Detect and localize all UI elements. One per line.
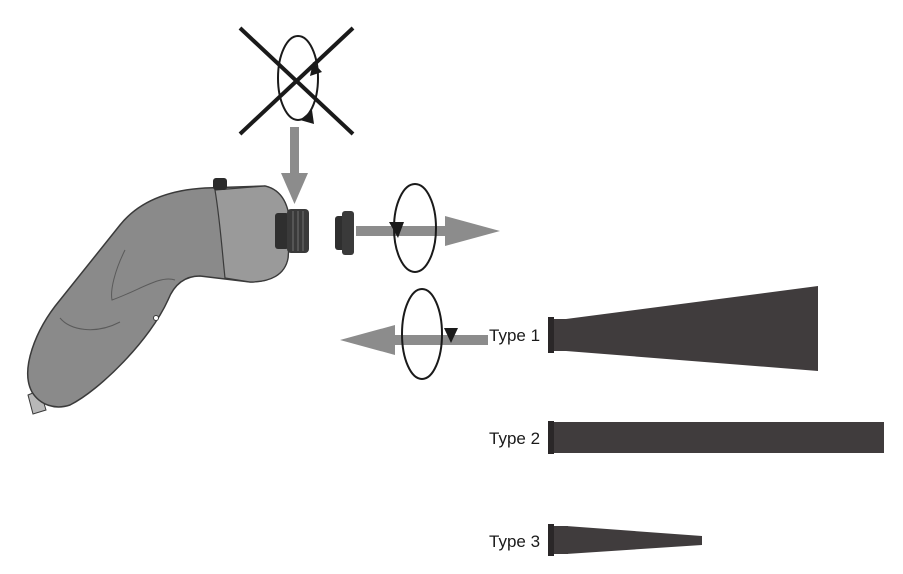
nozzle-type-3	[548, 524, 702, 556]
pull-off-rotation-arrow-icon	[356, 183, 500, 273]
type-3-label: Type 3	[489, 532, 541, 551]
type-1-label: Type 1	[489, 326, 541, 345]
device-handle	[27, 178, 309, 415]
handle-grip-lower-contour	[59, 317, 121, 331]
type-2-label: Type 2	[489, 429, 541, 448]
push-on-rotation-arrow-icon	[340, 288, 488, 380]
handle-grip-contour	[111, 249, 176, 301]
adapter-piece	[335, 211, 354, 255]
nozzle-type-2	[548, 421, 884, 454]
cross-over-rotation-arrow-icon	[238, 26, 355, 136]
handle-head	[214, 185, 291, 283]
handle-top-button	[213, 178, 227, 190]
handle-screw-hole	[153, 315, 159, 321]
nozzle-type-1	[548, 286, 818, 371]
down-arrow-icon	[281, 127, 308, 204]
handle-connector	[275, 209, 309, 253]
